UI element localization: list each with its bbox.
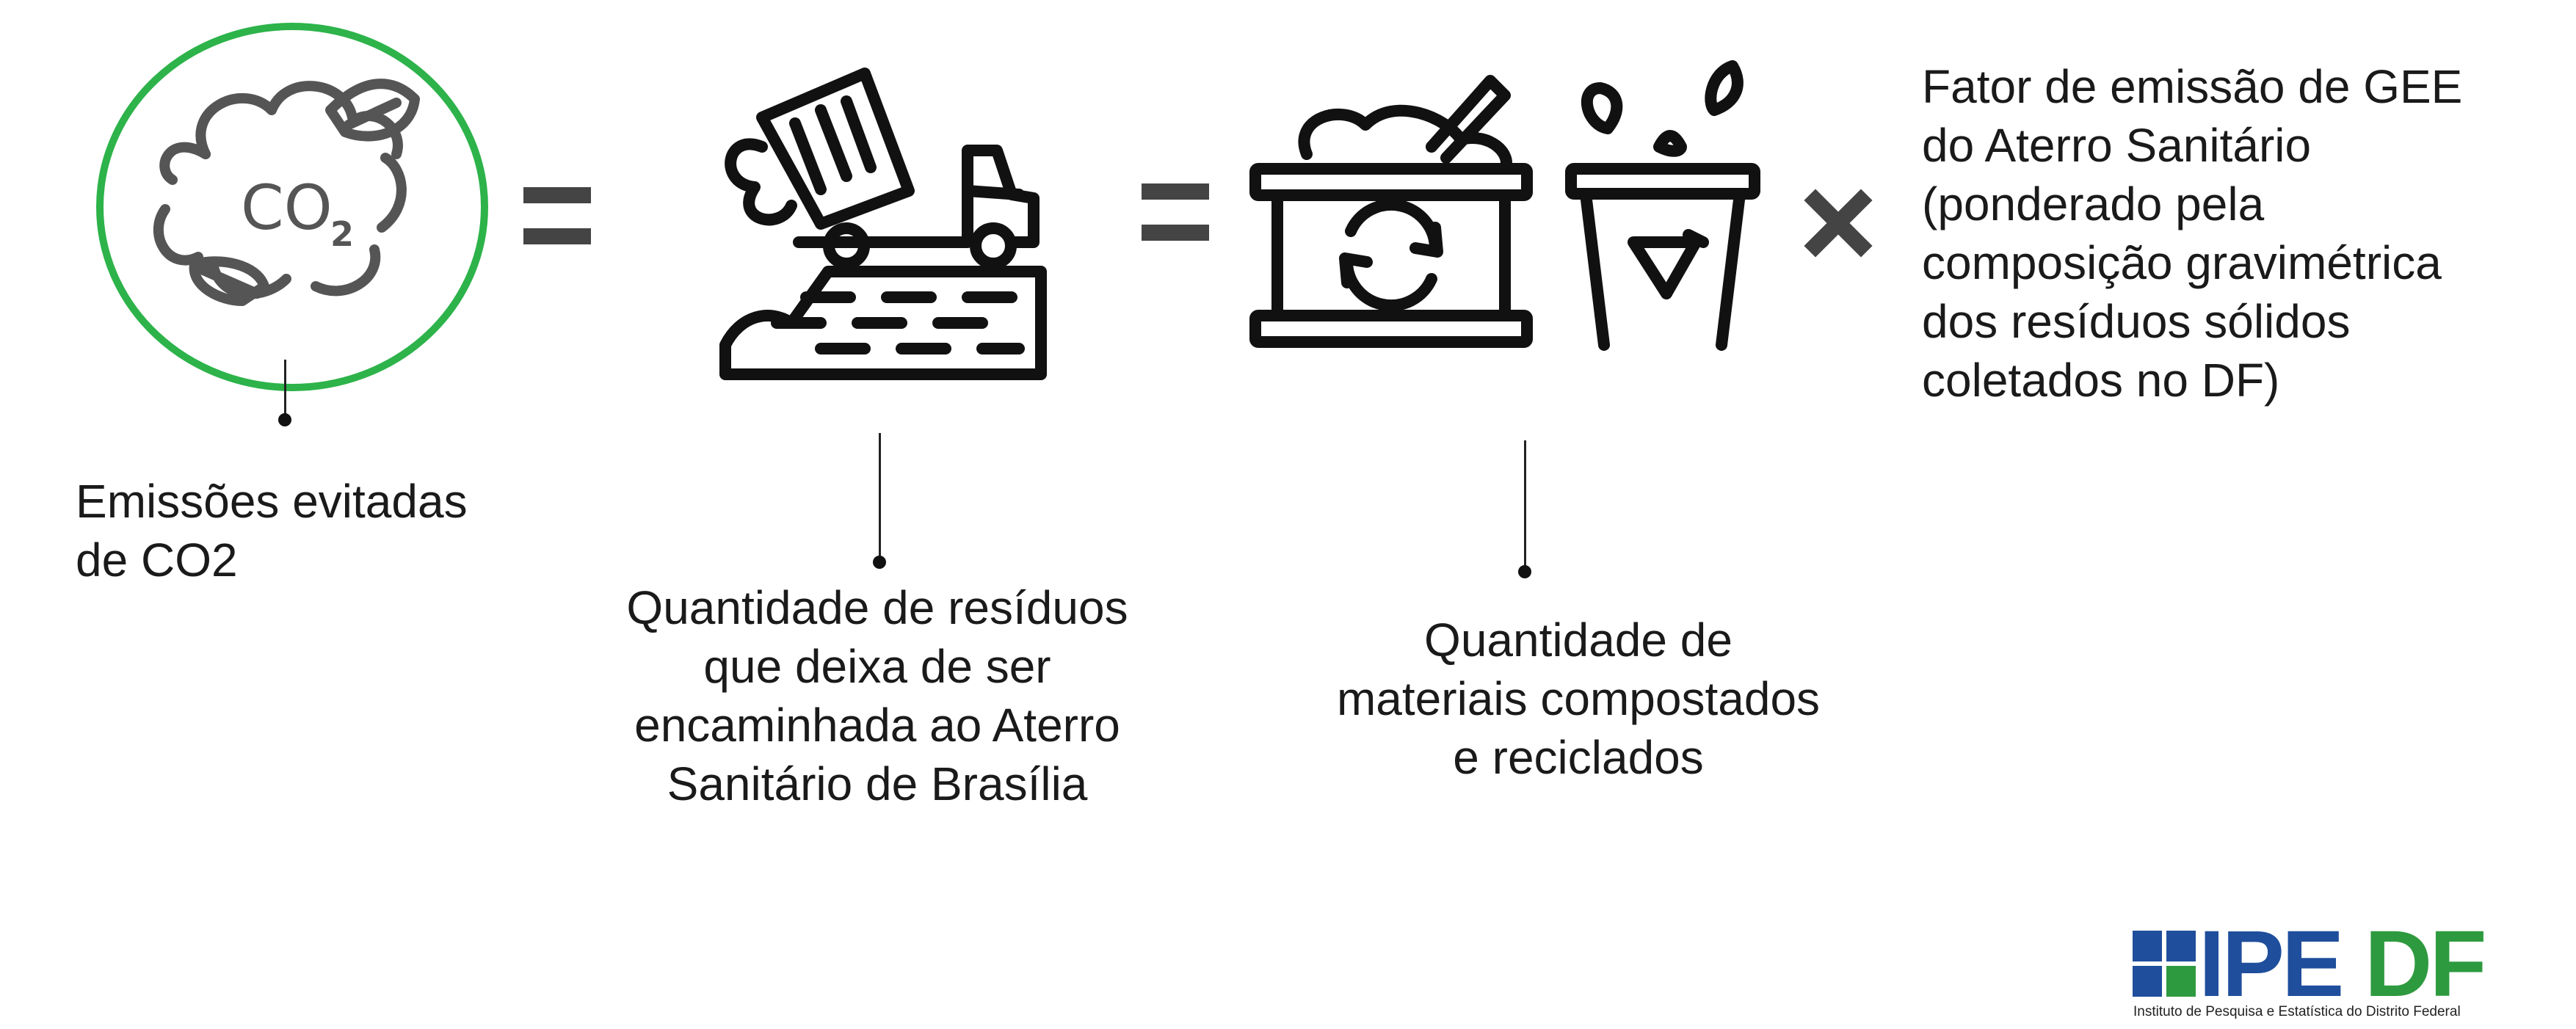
composted-recycled-label: Quantidade de materiais compostados e re… xyxy=(1336,614,1821,784)
logo-wordmark-text: IPE xyxy=(2199,912,2344,1017)
compost-bin-icon xyxy=(1249,75,1533,348)
co2-cloud-icon xyxy=(153,79,420,306)
landfill-leader-line xyxy=(879,433,881,558)
logo-wordmark-df: DF xyxy=(2364,912,2487,1017)
co2-icon-text: CO xyxy=(241,172,333,244)
co2-avoided-label: Emissões evitadas de CO2 xyxy=(76,475,468,586)
co2-leader-dot xyxy=(278,413,291,426)
multiply-icon xyxy=(1804,189,1873,258)
landfill-waste-label: Quantidade de resíduos que deixa de ser … xyxy=(626,581,1128,810)
logo-wordmark: IPE DF xyxy=(2199,917,2486,1011)
landfill-leader-dot xyxy=(873,556,886,569)
co2-leader-line xyxy=(284,360,286,420)
svg-text:2: 2 xyxy=(330,214,354,254)
composted-leader-line xyxy=(1524,440,1526,569)
co2-circle-icon: CO 2 xyxy=(96,23,488,391)
emission-factor-label: Fator de emissão de GEE do Aterro Sanitá… xyxy=(1922,60,2463,407)
equals-icon xyxy=(523,187,591,244)
composted-leader-dot xyxy=(1518,565,1531,578)
dump-truck-landfill-icon xyxy=(719,68,1047,380)
recycle-bin-icon xyxy=(1565,60,1760,351)
equals-icon xyxy=(1142,183,1209,241)
logo-subtitle: Instituto de Pesquisa e Estatística do D… xyxy=(2133,1004,2461,1019)
logo-squares-icon xyxy=(2133,931,2196,997)
